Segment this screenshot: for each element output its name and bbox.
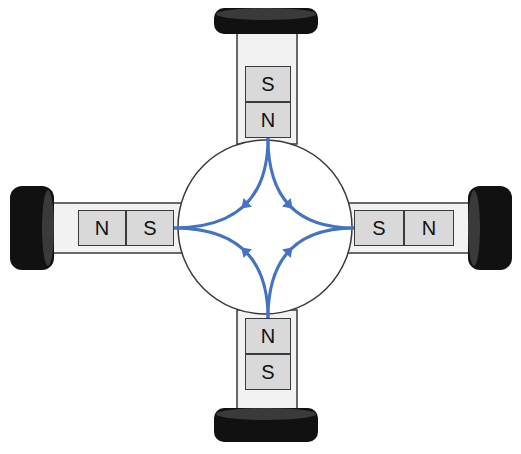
pole-letter: N xyxy=(261,110,275,130)
field-line xyxy=(174,228,268,318)
pole-letter: S xyxy=(261,362,274,382)
magnet-pole: S xyxy=(354,210,404,246)
pole-letter: S xyxy=(143,218,156,238)
pole-letter: N xyxy=(95,218,109,238)
end-cap xyxy=(10,186,54,270)
magnet-sleeve xyxy=(237,310,297,412)
end-cap xyxy=(214,8,318,34)
magnet-sleeve xyxy=(348,203,472,253)
magnet-sleeve xyxy=(52,203,182,253)
field-line xyxy=(174,138,268,228)
pole-letter: S xyxy=(261,74,274,94)
magnet-pole: S xyxy=(245,354,291,390)
magnet-pole: N xyxy=(245,318,291,354)
magnet-pole: N xyxy=(404,210,454,246)
pole-letter: N xyxy=(422,218,436,238)
pole-letter: S xyxy=(372,218,385,238)
pole-letter: N xyxy=(261,326,275,346)
magnet-pole: N xyxy=(78,210,126,246)
end-cap xyxy=(468,186,512,270)
field-line xyxy=(268,138,354,228)
end-cap xyxy=(214,408,318,442)
magnet-pole: S xyxy=(126,210,174,246)
magnet-pole: S xyxy=(245,66,291,102)
field-line xyxy=(268,228,354,318)
magnet-sleeve xyxy=(237,28,297,144)
magnet-pole: N xyxy=(245,102,291,138)
